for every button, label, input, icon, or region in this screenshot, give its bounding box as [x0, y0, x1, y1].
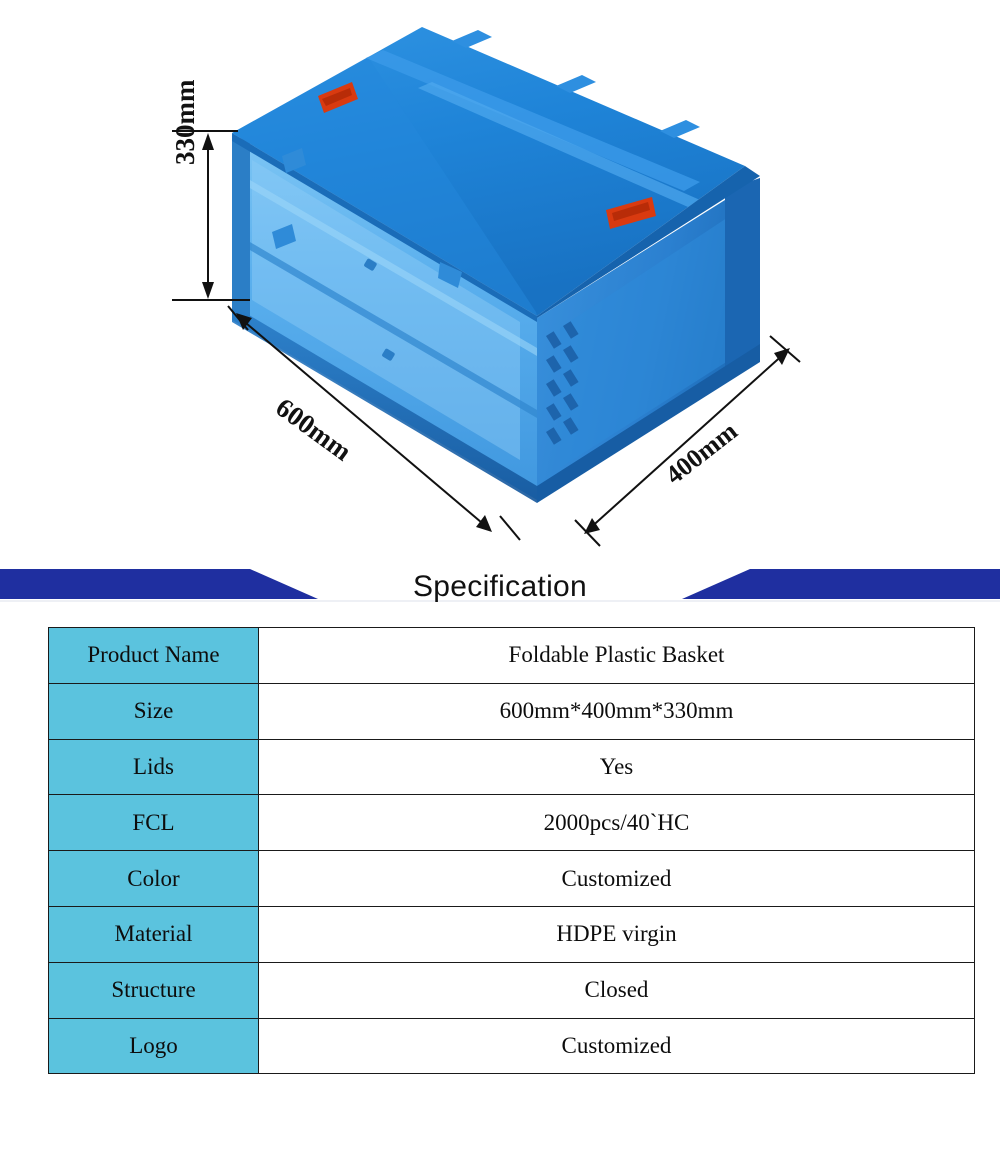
section-title: Specification [413, 570, 587, 603]
lid-handle-groove [418, 82, 700, 207]
table-row: Lids Yes [48, 738, 975, 796]
arrow-length-start [236, 313, 252, 330]
lid-hinge-tabs [452, 30, 700, 138]
ext-line-length-end [499, 515, 521, 541]
crate-body [232, 135, 760, 503]
lid-right-bevel [537, 166, 760, 318]
crate-front-knob [364, 258, 377, 271]
crate-base-skirt-right [537, 344, 760, 503]
lid-left-wing [232, 57, 537, 316]
specification-table-body: Product Name Foldable Plastic Basket Siz… [48, 627, 975, 1075]
specification-table: Product Name Foldable Plastic Basket Siz… [48, 627, 975, 1075]
body-hinge-lugs [272, 148, 462, 288]
crate-end-recess [560, 208, 742, 468]
table-row: Color Customized [48, 850, 975, 907]
spec-key-product-name: Product Name [48, 627, 259, 684]
latch-orange-upper [318, 82, 358, 113]
crate-corner-post-left [232, 135, 250, 328]
spec-key-structure: Structure [48, 961, 259, 1019]
table-row: Product Name Foldable Plastic Basket [48, 627, 975, 684]
table-row: FCL 2000pcs/40`HC [48, 794, 975, 852]
banner-left-wing [0, 569, 318, 599]
table-row: Size 600mm*400mm*330mm [48, 682, 975, 740]
banner-right-wing [682, 569, 1000, 599]
product-figure: 330mm 600mm 400mm [0, 0, 1000, 565]
crate-corner-post-right [725, 178, 760, 372]
spec-value-fcl: 2000pcs/40`HC [258, 794, 975, 852]
arrow-length-end [476, 515, 492, 532]
ext-line-depth-end [769, 335, 801, 363]
crate-fold-seam [243, 238, 537, 418]
spec-value-structure: Closed [258, 961, 975, 1019]
arrow-height-down [202, 282, 214, 299]
dimension-label-height: 330mm [170, 79, 200, 165]
spec-key-lids: Lids [48, 738, 259, 796]
crate-front-panel [232, 135, 537, 500]
spec-key-material: Material [48, 905, 259, 963]
crate-base-skirt [232, 305, 537, 503]
spec-key-logo: Logo [48, 1017, 259, 1075]
spec-value-logo: Customized [258, 1017, 975, 1075]
crate-front-rail [243, 176, 537, 356]
foldable-crate-illustration [172, 27, 801, 547]
crate-front-inset [252, 160, 520, 460]
spec-key-size: Size [48, 682, 259, 740]
table-row: Logo Customized [48, 1017, 975, 1075]
spec-key-color: Color [48, 850, 259, 907]
spec-value-material: HDPE virgin [258, 905, 975, 963]
crate-lid [232, 27, 760, 322]
banner-underline [0, 600, 1000, 602]
crate-front-knob-lower [382, 348, 395, 361]
arrow-depth-end [774, 348, 790, 365]
dim-line-depth [587, 351, 787, 531]
crate-vent-slots [546, 321, 579, 445]
spec-key-fcl: FCL [48, 794, 259, 852]
spec-value-product-name: Foldable Plastic Basket [258, 627, 975, 684]
spec-value-color: Customized [258, 850, 975, 907]
section-banner [0, 569, 1000, 602]
dimension-arrowheads [202, 133, 790, 534]
table-row: Material HDPE virgin [48, 905, 975, 963]
lid-center-spine [366, 50, 700, 191]
arrow-depth-start [584, 518, 600, 534]
spec-value-lids: Yes [258, 738, 975, 796]
spec-value-size: 600mm*400mm*330mm [258, 682, 975, 740]
table-row: Structure Closed [48, 961, 975, 1019]
arrow-height-up [202, 133, 214, 150]
dim-line-length [239, 317, 489, 529]
latch-orange-lower [606, 197, 656, 229]
